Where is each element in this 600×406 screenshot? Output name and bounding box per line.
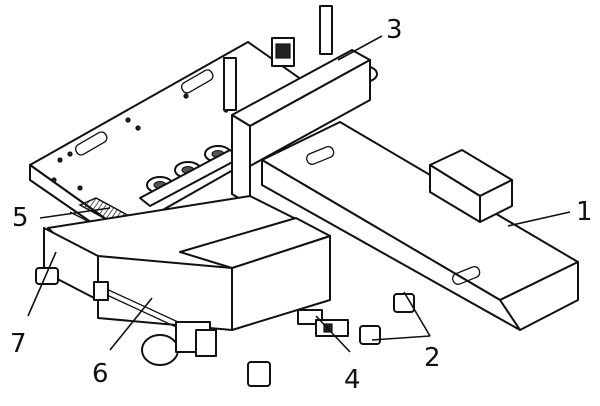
callout-1: 1 <box>576 197 593 227</box>
drive-motor-box <box>429 149 513 223</box>
long-arm <box>261 121 579 331</box>
callout-4: 4 <box>344 365 361 395</box>
callout-7: 7 <box>10 329 27 359</box>
callout-3: 3 <box>386 15 403 45</box>
callout-6: 6 <box>92 359 109 389</box>
callout-leaders <box>27 35 571 353</box>
callout-2: 2 <box>424 343 441 373</box>
callout-5: 5 <box>12 203 29 233</box>
support-feet <box>35 267 415 387</box>
carriage-beam <box>231 49 371 206</box>
vertical-posts <box>223 5 333 111</box>
lead-screw-assembly <box>93 281 217 366</box>
base-frame <box>43 195 331 331</box>
